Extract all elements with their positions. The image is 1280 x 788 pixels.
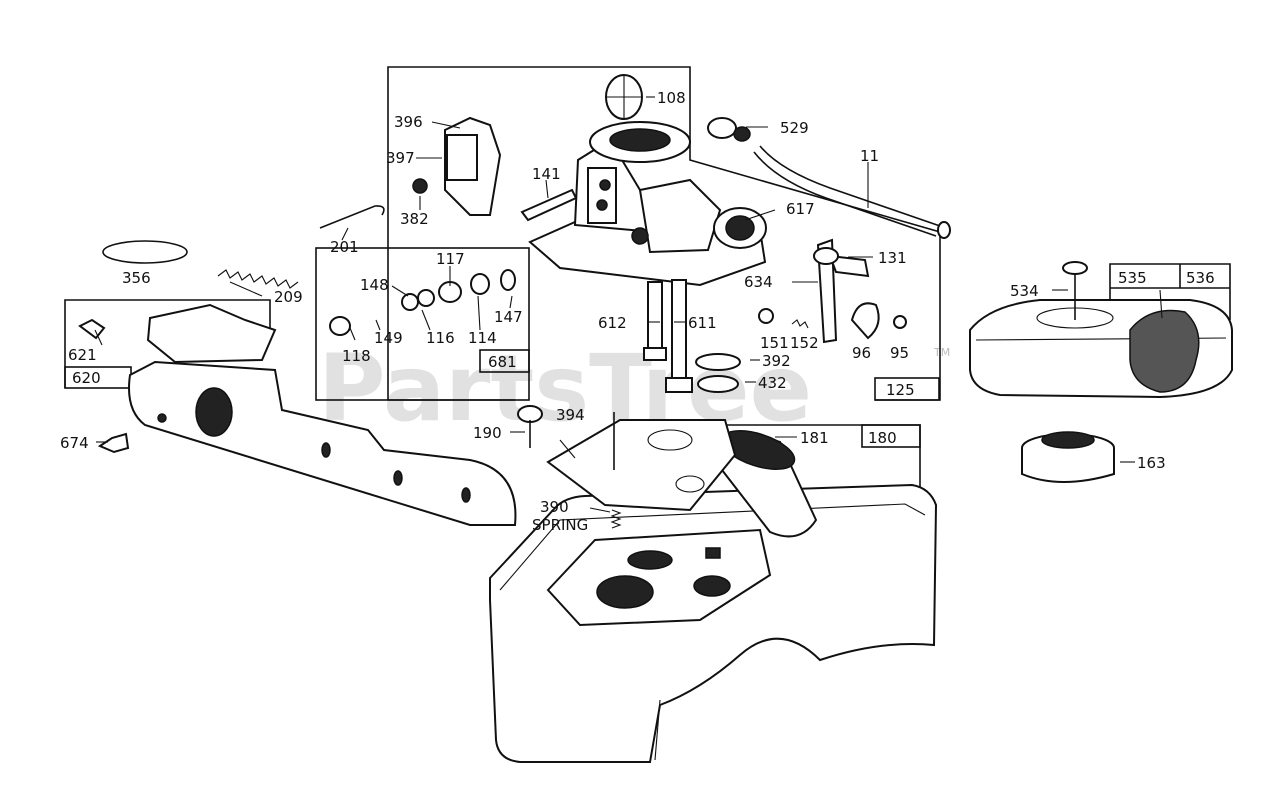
label-674: 674 — [60, 434, 89, 452]
label-149: 149 — [374, 329, 403, 347]
watermark-text: PartsTree — [318, 335, 812, 442]
governor-link — [78, 303, 517, 526]
fuel-pipe — [707, 117, 951, 239]
needle-valve — [758, 238, 907, 344]
label-148: 148 — [360, 276, 389, 294]
label-534: 534 — [1010, 282, 1039, 300]
label-394: 394 — [556, 406, 585, 424]
label-181: 181 — [800, 429, 829, 447]
label-432: 432 — [758, 374, 787, 392]
label-397: 397 — [386, 149, 415, 167]
throttle-shaft — [520, 188, 578, 222]
label-209: 209 — [274, 288, 303, 306]
label-163: 163 — [1137, 454, 1166, 472]
fuel-tank — [489, 430, 938, 763]
label-392: 392 — [762, 352, 791, 370]
label-11: 11 — [860, 147, 879, 165]
label-620: 620 — [72, 369, 101, 387]
carburetor-body — [528, 121, 767, 287]
label-117: 117 — [436, 250, 465, 268]
gasket — [546, 412, 737, 512]
label-611: 611 — [688, 314, 717, 332]
label-131: 131 — [878, 249, 907, 267]
tank-screw — [517, 405, 543, 448]
tank-frame — [720, 424, 921, 488]
label-390: 390 — [540, 498, 569, 516]
label-356: 356 — [122, 269, 151, 287]
label-152: 152 — [790, 334, 819, 352]
part-labels: 108 529 396 397 141 382 617 11 201 131 3… — [60, 89, 1215, 534]
label-535: 535 — [1118, 269, 1147, 287]
label-spring: SPRING — [532, 516, 588, 534]
label-612: 612 — [598, 314, 627, 332]
label-116: 116 — [426, 329, 455, 347]
leader-lines — [94, 96, 1163, 513]
governor-spring — [217, 269, 299, 289]
label-95: 95 — [890, 344, 909, 362]
label-201: 201 — [330, 238, 359, 256]
governor-ring — [102, 240, 188, 264]
watermark-tm: TM — [933, 346, 950, 359]
label-536: 536 — [1186, 269, 1215, 287]
label-617: 617 — [786, 200, 815, 218]
label-681: 681 — [488, 353, 517, 371]
label-529: 529 — [780, 119, 809, 137]
air-cleaner-frame — [1109, 263, 1231, 320]
choke-valve — [605, 74, 643, 120]
screw — [97, 432, 130, 454]
label-382: 382 — [400, 210, 429, 228]
label-147: 147 — [494, 308, 523, 326]
label-190: 190 — [473, 424, 502, 442]
spring-390 — [610, 509, 622, 529]
repair-kit-frame — [315, 247, 530, 401]
label-108: 108 — [657, 89, 686, 107]
label-141: 141 — [532, 165, 561, 183]
label-634: 634 — [744, 273, 773, 291]
repair-kit-parts — [329, 269, 516, 336]
throttle-parts — [319, 116, 502, 229]
jets — [643, 279, 741, 393]
air-cleaner — [969, 261, 1233, 483]
label-118: 118 — [342, 347, 371, 365]
label-180: 180 — [868, 429, 897, 447]
label-96: 96 — [852, 344, 871, 362]
label-114: 114 — [468, 329, 497, 347]
label-125: 125 — [886, 381, 915, 399]
label-396: 396 — [394, 113, 423, 131]
label-621: 621 — [68, 346, 97, 364]
label-151: 151 — [760, 334, 789, 352]
